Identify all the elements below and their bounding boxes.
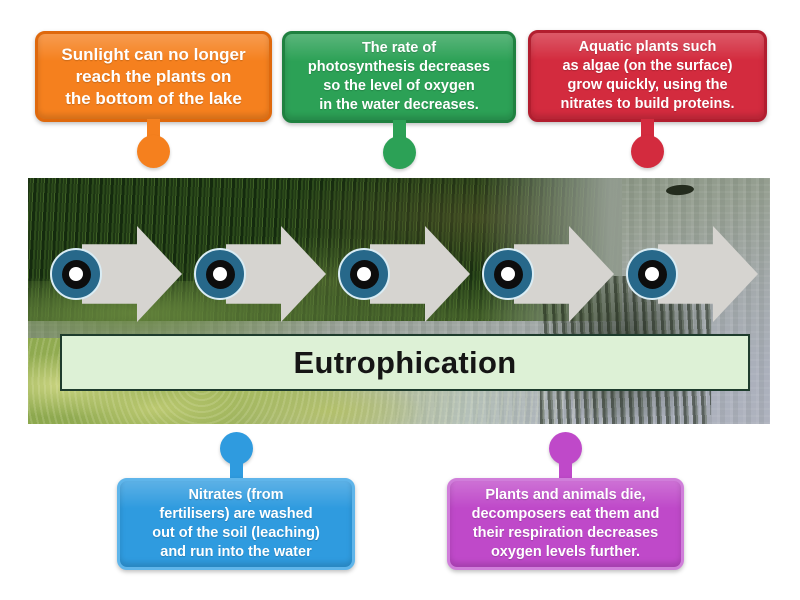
callout-nitrates-leaching-box[interactable]: Nitrates (from fertilisers) are washed o… — [117, 478, 355, 570]
callout-line: as algae (on the surface) — [562, 58, 733, 74]
callout-line: Plants and animals die, — [485, 487, 646, 503]
step-pin-3[interactable] — [338, 248, 390, 300]
callout-anchor-dot[interactable] — [549, 432, 582, 465]
callout-line: grow quickly, using the — [567, 77, 728, 93]
callout-decomposers-box[interactable]: Plants and animals die, decomposers eat … — [447, 478, 684, 570]
pin-core — [357, 267, 371, 281]
callout-line: decomposers eat them and — [471, 506, 660, 522]
callout-photosynthesis-box[interactable]: The rate of photosynthesis decreases so … — [282, 31, 516, 123]
callout-line: the bottom of the lake — [65, 88, 242, 108]
pin-core — [645, 267, 659, 281]
callout-line: The rate of — [361, 40, 437, 56]
callout-line: Nitrates (from — [188, 487, 284, 503]
pin-core — [501, 267, 515, 281]
callout-line: photosynthesis decreases — [307, 59, 491, 75]
callout-line: out of the soil (leaching) — [152, 525, 320, 541]
callout-algae-growth-box[interactable]: Aquatic plants such as algae (on the sur… — [528, 30, 767, 122]
pin-ring — [637, 259, 667, 289]
pin-core — [213, 267, 227, 281]
pin-ring — [349, 259, 379, 289]
callout-stem — [392, 120, 406, 138]
callout-line: and run into the water — [160, 544, 312, 560]
pin-core — [69, 267, 83, 281]
callout-algae-growth[interactable]: Aquatic plants such as algae (on the sur… — [528, 30, 767, 168]
callout-line: reach the plants on — [75, 66, 232, 86]
callout-stem — [559, 463, 572, 481]
callout-line: Aquatic plants such — [578, 39, 717, 55]
callout-line: fertilisers) are washed — [159, 506, 313, 522]
step-pin-5[interactable] — [626, 248, 678, 300]
pin-ring — [61, 259, 91, 289]
callout-anchor-dot[interactable] — [382, 136, 416, 169]
callout-sunlight[interactable]: Sunlight can no longer reach the plants … — [35, 31, 272, 168]
callout-line: Sunlight can no longer — [61, 44, 246, 64]
pin-ring — [493, 259, 523, 289]
callout-sunlight-box[interactable]: Sunlight can no longer reach the plants … — [35, 31, 272, 122]
diagram-title: Eutrophication — [293, 344, 517, 380]
step-pin-2[interactable] — [194, 248, 246, 300]
callout-anchor-dot[interactable] — [631, 135, 664, 168]
callout-line: their respiration decreases — [472, 525, 659, 541]
callout-anchor-dot[interactable] — [137, 135, 170, 168]
step-pin-1[interactable] — [50, 248, 102, 300]
callout-line: oxygen levels further. — [490, 544, 641, 560]
callout-decomposers[interactable]: Plants and animals die, decomposers eat … — [447, 432, 684, 570]
callout-line: so the level of oxygen — [323, 78, 475, 94]
callout-stem — [641, 119, 654, 137]
callout-stem — [147, 119, 160, 137]
callout-line: in the water decreases. — [319, 97, 479, 113]
callout-nitrates-leaching[interactable]: Nitrates (from fertilisers) are washed o… — [117, 432, 355, 570]
title-banner: Eutrophication — [60, 334, 750, 391]
callout-stem — [229, 463, 243, 481]
step-pin-4[interactable] — [482, 248, 534, 300]
callout-line: nitrates to build proteins. — [560, 96, 735, 112]
callout-anchor-dot[interactable] — [219, 432, 253, 465]
pin-ring — [205, 259, 235, 289]
callout-photosynthesis[interactable]: The rate of photosynthesis decreases so … — [282, 31, 516, 169]
